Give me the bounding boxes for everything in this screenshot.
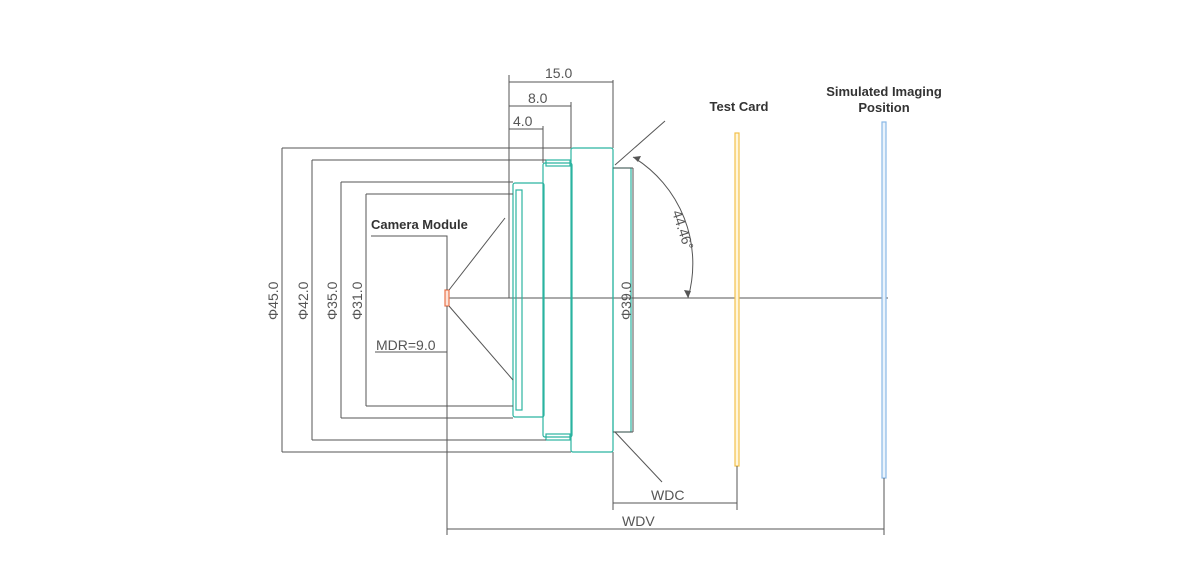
dim-15: 15.0 — [545, 65, 572, 81]
dim-wdc: WDC — [651, 487, 684, 503]
lens-section-3 — [570, 147, 614, 453]
dim-phi31: Φ31.0 — [349, 281, 365, 320]
dim-phi35: Φ35.0 — [324, 281, 340, 320]
lens-barrel — [512, 147, 632, 453]
dim-8: 8.0 — [528, 90, 548, 106]
test-card-label: Test Card — [710, 99, 769, 114]
dim-angle: 44.46° — [669, 208, 697, 252]
lens-section-2 — [542, 162, 573, 438]
camera-module-label: Camera Module — [371, 217, 468, 232]
test-card — [734, 132, 740, 467]
sensor-ray-top — [448, 217, 506, 291]
dim-phi45: Φ45.0 — [265, 281, 281, 320]
camera-sensor — [444, 289, 450, 307]
fov-ray-bottom — [614, 431, 663, 483]
imaging-label-line2: Position — [858, 100, 909, 115]
lens-step-top — [545, 159, 571, 167]
dim-phi42: Φ42.0 — [295, 281, 311, 320]
fov-ray-top — [614, 120, 666, 166]
sensor-ray-bottom — [448, 305, 514, 381]
dim-4: 4.0 — [513, 113, 533, 129]
left-diameters: Φ45.0 Φ42.0 Φ35.0 Φ31.0 — [265, 147, 571, 453]
top-dimensions: 15.0 8.0 4.0 — [508, 65, 614, 298]
lens-step-bottom — [545, 433, 571, 441]
dim-mdr: MDR=9.0 — [376, 337, 436, 353]
lens-inner-ring — [515, 189, 523, 411]
dim-phi39: Φ39.0 — [618, 281, 634, 320]
fov-angle-arc — [632, 156, 694, 299]
dim-wdv: WDV — [622, 513, 655, 529]
lens-section-1 — [512, 182, 545, 418]
imaging-plane — [881, 121, 887, 479]
imaging-label-line1: Simulated Imaging — [826, 84, 942, 99]
camera-module-leader — [371, 235, 448, 290]
